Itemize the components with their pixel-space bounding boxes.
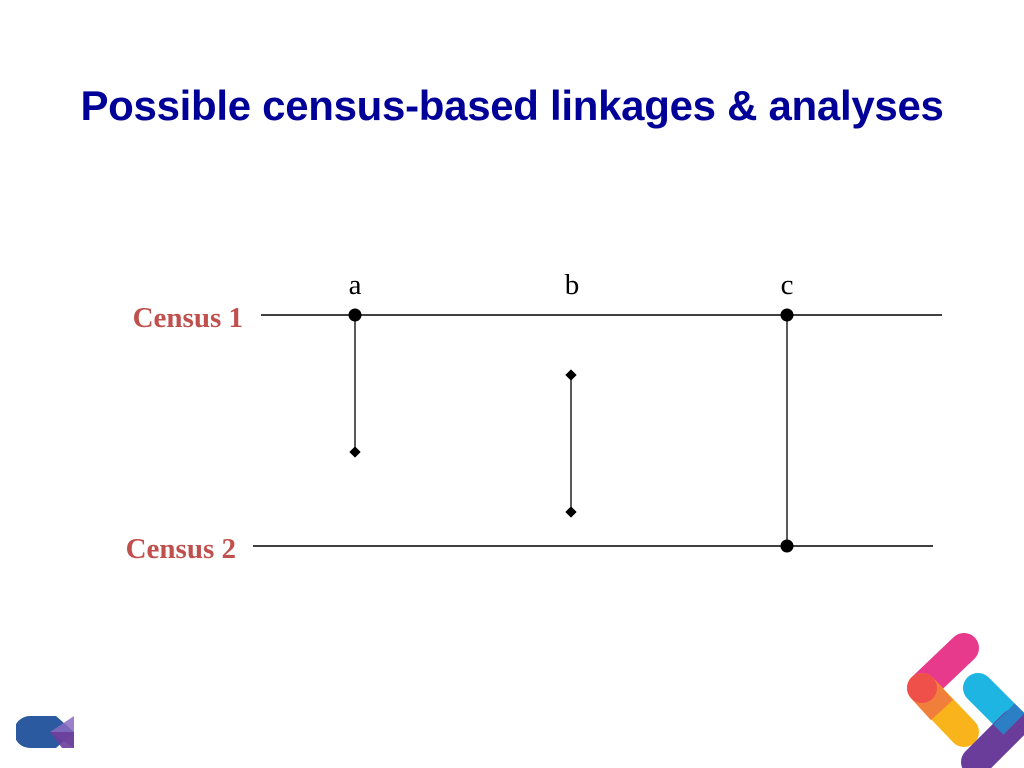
link-c-start-dot	[780, 308, 794, 322]
column-label-a: a	[349, 269, 362, 301]
link-b-end-diamond	[565, 506, 577, 518]
decorative-ribbon-graphic	[907, 633, 1024, 768]
link-b-start-diamond	[565, 369, 577, 381]
census1-label: Census 1	[133, 302, 243, 334]
page-title: Possible census-based linkages & analyse…	[80, 82, 944, 129]
link-a-start-dot	[348, 308, 362, 322]
census2-label: Census 2	[126, 533, 236, 565]
column-label-c: c	[781, 269, 794, 301]
column-label-b: b	[565, 269, 580, 301]
link-c-end-dot	[780, 539, 794, 553]
link-a-end-diamond	[349, 446, 361, 458]
brand-logo-icon	[16, 716, 74, 748]
